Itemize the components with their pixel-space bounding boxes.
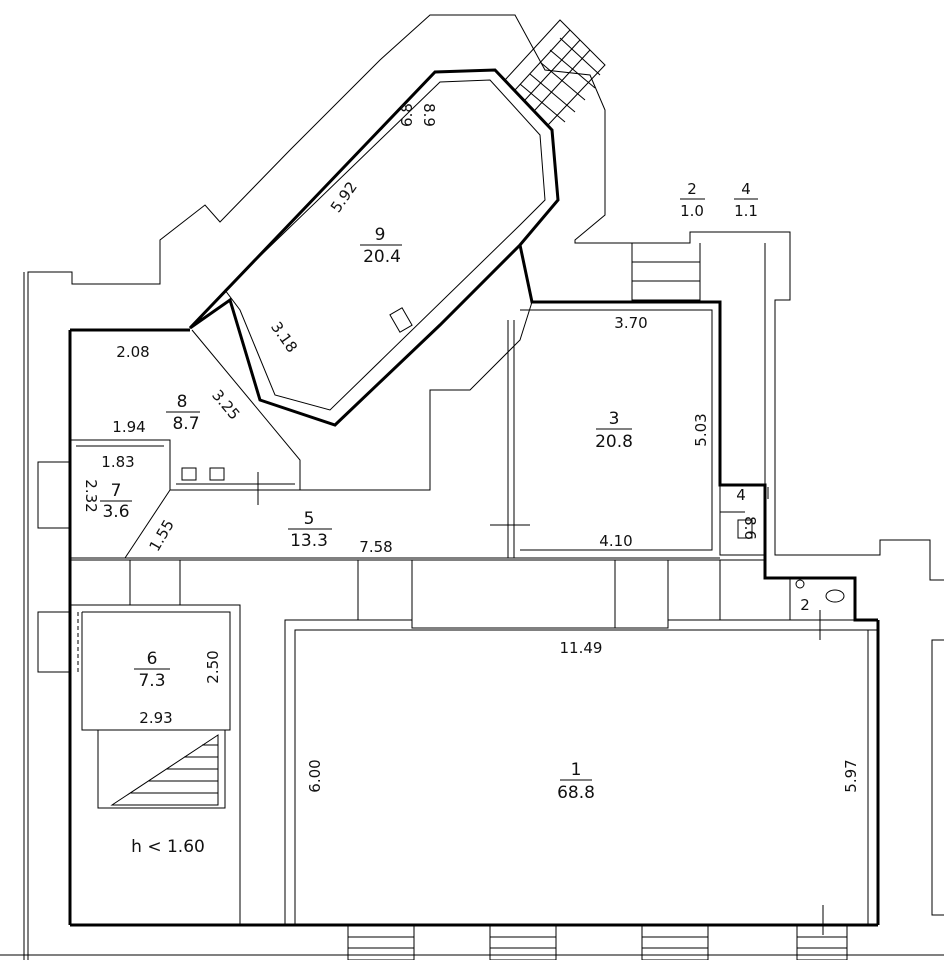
dim-room4-side: 8.6: [741, 516, 759, 540]
room-1-area: 68.8: [557, 783, 595, 803]
room-2-area: 1.0: [680, 202, 704, 220]
dim-370: 3.70: [614, 314, 647, 332]
room-7-number: 7: [111, 481, 122, 501]
room-9-number: 9: [375, 225, 386, 245]
dim-194: 1.94: [112, 418, 145, 436]
room-3-area: 20.8: [595, 432, 633, 452]
room-1-number: 1: [571, 760, 582, 780]
main-walls: [68, 244, 880, 927]
dim-758: 7.58: [359, 538, 392, 556]
height-note: h < 1.60: [131, 837, 205, 857]
room-7-area: 3.6: [102, 502, 129, 522]
dim-1149: 11.49: [560, 639, 603, 657]
dim-208: 2.08: [116, 343, 149, 361]
room-3-number: 3: [609, 409, 620, 429]
room-4-small-number: 4: [736, 486, 746, 504]
dim-232: 2.32: [82, 479, 100, 512]
exterior-outline: [0, 14, 944, 960]
dim-155: 1.55: [146, 517, 178, 555]
dim-room9-corner2: 8.9: [420, 103, 438, 127]
dim-250: 2.50: [204, 650, 222, 683]
room-4-area: 1.1: [734, 202, 758, 220]
dim-503: 5.03: [692, 413, 710, 446]
room-2-number: 2: [687, 180, 697, 198]
room-5-area: 13.3: [290, 531, 328, 551]
room-2-small-number: 2: [800, 596, 810, 614]
fixtures: [181, 307, 845, 935]
room-8-number: 8: [177, 392, 188, 412]
room-9-area: 20.4: [363, 247, 401, 267]
room-6-number: 6: [147, 649, 158, 669]
room-5-number: 5: [304, 509, 315, 529]
room-8-area: 8.7: [172, 414, 199, 434]
left-niches: [37, 461, 79, 673]
room-4-number: 4: [741, 180, 751, 198]
room-6-area: 7.3: [138, 671, 165, 691]
dim-318: 3.18: [267, 318, 301, 356]
dim-592: 5.92: [327, 178, 361, 216]
stairs-top: [504, 19, 606, 126]
dim-325: 3.25: [208, 386, 243, 423]
dim-room9-corner: 6.8: [398, 103, 416, 127]
dim-183: 1.83: [101, 453, 134, 471]
partitions: [70, 243, 878, 925]
dim-600: 6.00: [306, 759, 324, 792]
room-labels: 1 68.8 2 1.0 3 20.8 4 1.1 5 13.3 6 7.3 7…: [100, 180, 810, 803]
dim-597: 5.97: [842, 759, 860, 792]
notes: h < 1.60: [131, 837, 205, 857]
bottom-steps: [347, 924, 848, 960]
dim-410: 4.10: [599, 532, 632, 550]
dim-293: 2.93: [139, 709, 172, 727]
